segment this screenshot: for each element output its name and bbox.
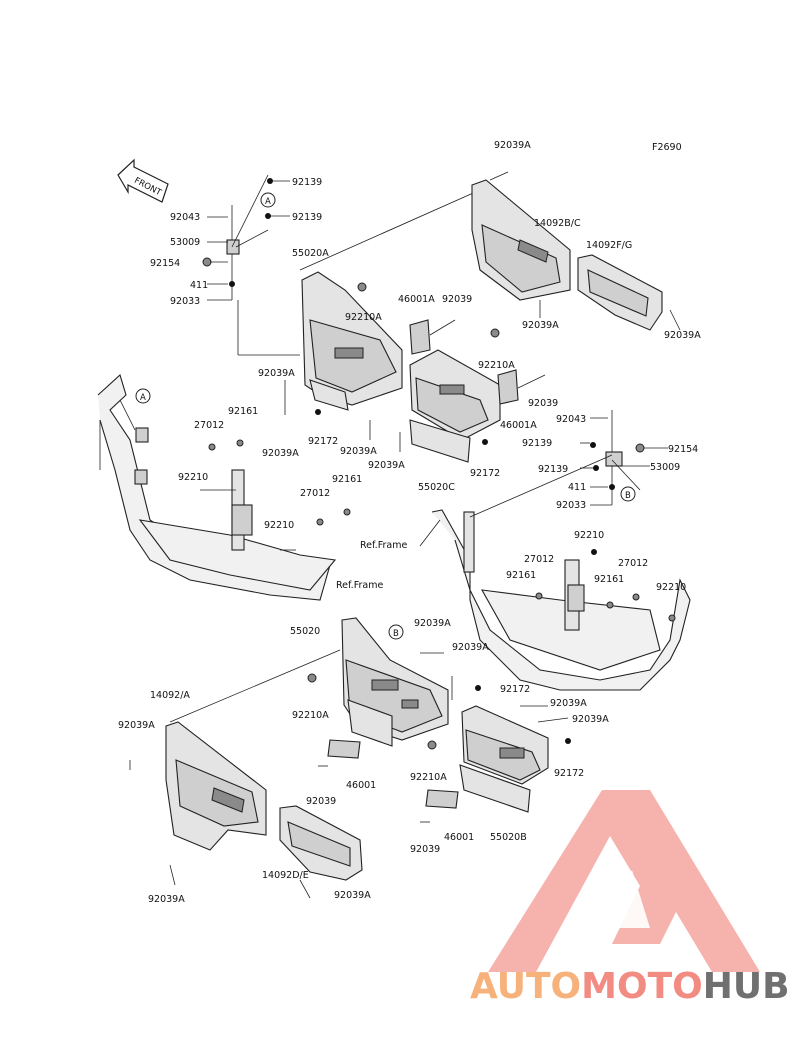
panel-55020B — [459, 705, 549, 813]
label-14092D-E: 14092D/E — [262, 870, 309, 881]
panel-14092DE — [279, 805, 363, 881]
label-92039: 92039 — [410, 844, 440, 855]
callout-a-left: A — [135, 388, 151, 404]
label-92039A: 92039A — [414, 618, 451, 629]
label-92033: 92033 — [170, 296, 200, 307]
label-92039A: 92039A — [258, 368, 295, 379]
label-92039: 92039 — [528, 398, 558, 409]
label-92172: 92172 — [500, 684, 530, 695]
callout-b-right: B — [620, 486, 636, 502]
callout-b-bottom: B — [388, 624, 404, 640]
label-92139: 92139 — [292, 177, 322, 188]
label-27012: 27012 — [524, 554, 554, 565]
panel-55020C — [409, 349, 501, 463]
svg-text:A: A — [140, 393, 146, 403]
clip-46001-right — [425, 789, 459, 809]
label-92033: 92033 — [556, 500, 586, 511]
svg-text:B: B — [625, 491, 631, 501]
callout-a-top: A — [260, 192, 276, 208]
label-92039A: 92039A — [334, 890, 371, 901]
label-92139: 92139 — [292, 212, 322, 223]
label-92172: 92172 — [554, 768, 584, 779]
label-92161: 92161 — [228, 406, 258, 417]
label-92139: 92139 — [522, 438, 552, 449]
svg-text:A: A — [265, 197, 271, 207]
label-92043: 92043 — [556, 414, 586, 425]
figure-code: F2690 — [652, 142, 682, 153]
label-411: 411 — [568, 482, 586, 493]
label-14092-A: 14092/A — [150, 690, 190, 701]
label-92039A: 92039A — [664, 330, 701, 341]
watermark-text: AUTOMOTOHUB — [470, 966, 790, 1007]
label-92039A: 92039A — [340, 446, 377, 457]
bolt-92210A-b — [490, 328, 500, 338]
label-92039: 92039 — [306, 796, 336, 807]
label-92172: 92172 — [308, 436, 338, 447]
label-55020A: 55020A — [292, 248, 329, 259]
label-ref-frame: Ref.Frame — [336, 580, 383, 591]
label-92039A: 92039A — [452, 642, 489, 653]
frame-right — [431, 509, 691, 691]
label-46001: 46001 — [444, 832, 474, 843]
label-ref-frame: Ref.Frame — [360, 540, 407, 551]
label-92172: 92172 — [470, 468, 500, 479]
label-46001: 46001 — [346, 780, 376, 791]
label-92039A: 92039A — [572, 714, 609, 725]
panel-14092FG — [577, 254, 663, 331]
label-55020C: 55020C — [418, 482, 455, 493]
automotohub-watermark: AUTOMOTOHUB — [470, 790, 790, 1007]
label-92039A: 92039A — [550, 698, 587, 709]
clip-46001A-left — [409, 319, 456, 355]
panel-14092BC — [471, 179, 571, 301]
label-14092F-G: 14092F/G — [586, 240, 632, 251]
label-92154: 92154 — [668, 444, 698, 455]
watermark-logo-shape — [488, 790, 760, 972]
label-92210A: 92210A — [345, 312, 382, 323]
label-92139: 92139 — [538, 464, 568, 475]
clip-46001-left — [327, 739, 361, 759]
label-55020B: 55020B — [490, 832, 527, 843]
bolt-92210A-a — [357, 282, 367, 292]
label-92039A: 92039A — [522, 320, 559, 331]
label-46001A: 46001A — [500, 420, 537, 431]
label-92161: 92161 — [506, 570, 536, 581]
panel-55020A — [301, 271, 403, 411]
part-labels: 92039A 92139 92139 92043 53009 92154 411… — [118, 140, 701, 905]
front-arrow-badge: FRONT — [117, 158, 169, 203]
label-92039A: 92039A — [262, 448, 299, 459]
label-46001A: 46001A — [398, 294, 435, 305]
label-92039A: 92039A — [148, 894, 185, 905]
leader-upper — [299, 189, 481, 271]
label-27012: 27012 — [194, 420, 224, 431]
fastener-stack-a — [202, 174, 300, 356]
label-92210: 92210 — [656, 582, 686, 593]
label-55020: 55020 — [290, 626, 320, 637]
frame-left — [97, 374, 337, 601]
label-14092B-C: 14092B/C — [534, 218, 581, 229]
label-27012: 27012 — [618, 558, 648, 569]
label-92210A: 92210A — [292, 710, 329, 721]
svg-text:B: B — [393, 629, 399, 639]
label-92043: 92043 — [170, 212, 200, 223]
label-92154: 92154 — [150, 258, 180, 269]
label-27012: 27012 — [300, 488, 330, 499]
label-53009: 53009 — [650, 462, 680, 473]
clip-46001A-right — [497, 369, 546, 405]
label-92039A: 92039A — [494, 140, 531, 151]
label-92161: 92161 — [332, 474, 362, 485]
label-92161: 92161 — [594, 574, 624, 585]
label-92039A: 92039A — [118, 720, 155, 731]
label-92210A: 92210A — [478, 360, 515, 371]
panel-14092A — [165, 721, 267, 851]
label-411: 411 — [190, 280, 208, 291]
label-92039A: 92039A — [368, 460, 405, 471]
label-92210: 92210 — [264, 520, 294, 531]
label-92210: 92210 — [574, 530, 604, 541]
label-92039: 92039 — [442, 294, 472, 305]
label-92210: 92210 — [178, 472, 208, 483]
label-53009: 53009 — [170, 237, 200, 248]
panel-55020 — [341, 617, 449, 747]
label-92210A: 92210A — [410, 772, 447, 783]
